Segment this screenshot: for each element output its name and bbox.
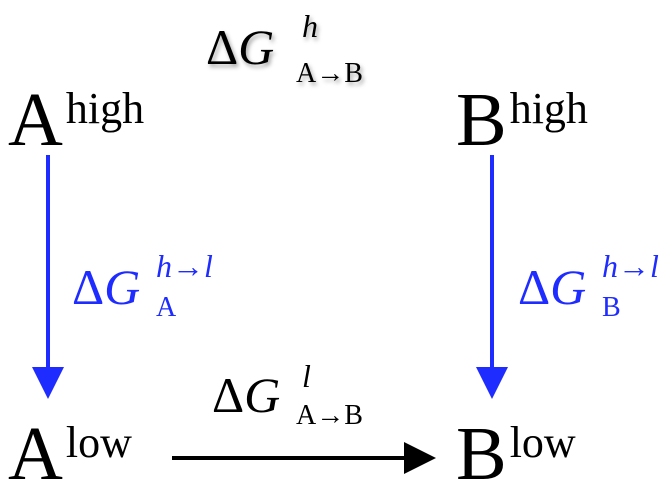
label-right: ΔG h→l B: [518, 248, 659, 323]
node-b-high: Bhigh: [456, 78, 588, 162]
thermodynamic-cycle-diagram: [32, 75, 508, 474]
label-bottom: ΔG l A→B: [212, 358, 363, 431]
node-a-high: Ahigh: [8, 78, 145, 162]
node-b-low: Blow: [456, 412, 576, 496]
label-left: ΔG h→l A: [72, 248, 213, 323]
node-a-low: Alow: [8, 412, 132, 496]
label-top: ΔG h A→B: [206, 8, 363, 89]
